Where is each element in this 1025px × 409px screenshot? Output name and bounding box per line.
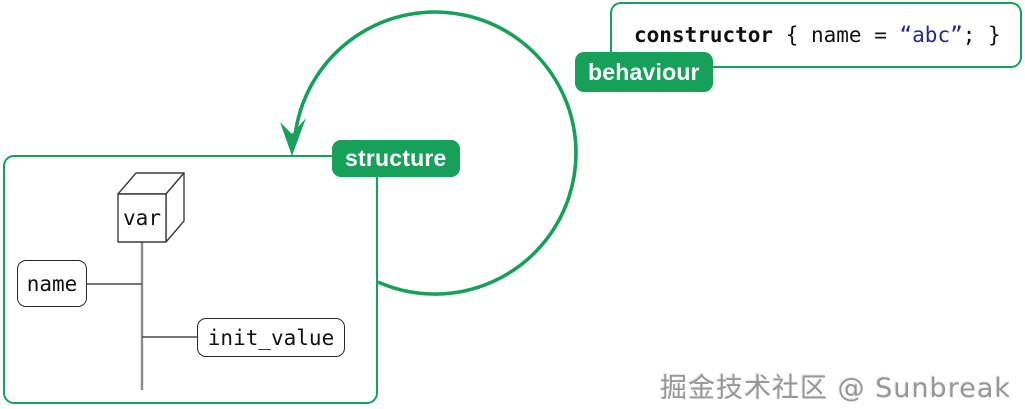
tree-root-label: var xyxy=(123,206,161,230)
code-keyword: constructor xyxy=(634,23,774,47)
tree-node-name: name xyxy=(17,260,87,307)
tree-node-init-value: init_value xyxy=(197,318,345,357)
code-body-before: { name = xyxy=(773,23,900,47)
behaviour-label: behaviour xyxy=(575,52,713,92)
watermark: 掘金技术社区 @ Sunbreak xyxy=(660,373,1011,404)
structure-label: structure xyxy=(332,140,460,177)
code-body-after: ; } xyxy=(962,23,1001,47)
code-line: constructor { name = “abc”; } xyxy=(634,4,1001,66)
code-string-literal: “abc” xyxy=(899,23,963,47)
cycle-arrowhead-icon xyxy=(280,118,306,156)
